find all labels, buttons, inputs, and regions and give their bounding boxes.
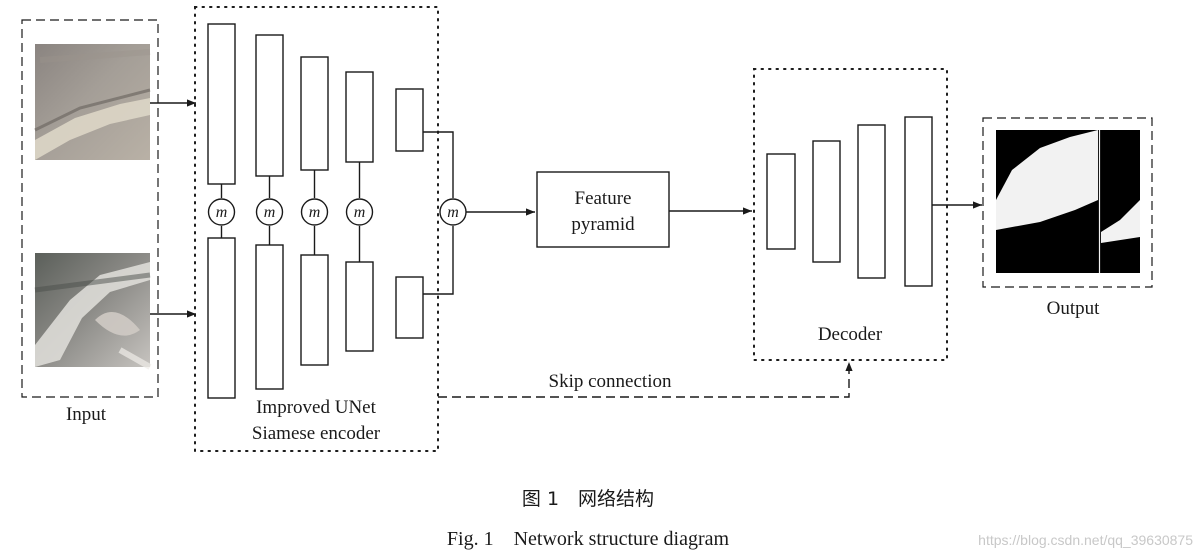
encoder-top-block-3: [300, 56, 329, 171]
merge-node-3: m: [300, 198, 329, 226]
svg-text:m: m: [447, 204, 459, 221]
feature-pyramid-box: [536, 171, 670, 248]
output-mask-image: [996, 130, 1140, 273]
svg-text:m: m: [354, 204, 366, 221]
output-label: Output: [1047, 298, 1101, 319]
encoder-bottom-block-2: [255, 244, 284, 390]
skip-connection-line: [438, 362, 853, 398]
output-group-box: [982, 117, 1153, 288]
merge-node-2: m: [255, 198, 284, 226]
input-image-2: [34, 253, 152, 370]
input-label: Input: [66, 404, 107, 425]
watermark: https://blog.csdn.net/qq_39630875: [978, 532, 1193, 548]
merge-node-4: m: [345, 198, 374, 226]
decoder-label: Decoder: [818, 324, 883, 345]
encoder-top-block-5: [395, 88, 424, 152]
encoder-group-box: [194, 6, 439, 452]
svg-text:m: m: [309, 204, 321, 221]
skip-connection-label: Skip connection: [549, 371, 672, 392]
merge-connectors: [220, 131, 454, 295]
decoder-block-3: [857, 124, 886, 279]
encoder-top-block-2: [255, 34, 284, 177]
encoder-bottom-block-4: [345, 261, 374, 352]
decoder-block-1: [766, 153, 796, 250]
encoder-label-line1: Improved UNet: [256, 397, 376, 418]
encoder-top-block-4: [345, 71, 374, 163]
encoder-bottom-block-3: [300, 254, 329, 366]
merge-node-1: m: [207, 198, 236, 226]
merge-node-5: m: [439, 198, 467, 226]
decoder-block-2: [812, 140, 841, 263]
feature-pyramid-label-line2: pyramid: [571, 214, 635, 235]
encoder-top-block-1: [207, 23, 236, 185]
caption-english: Fig. 1 Network structure diagram: [447, 528, 730, 550]
decoder-block-4: [904, 116, 933, 287]
decoder-group-box: [753, 68, 948, 361]
feature-pyramid-label-line1: Feature: [575, 188, 632, 209]
caption-chinese: 图 1 网络结构: [522, 488, 654, 510]
svg-text:m: m: [216, 204, 228, 221]
input-group-box: [21, 19, 159, 398]
svg-text:m: m: [264, 204, 276, 221]
input-image-1: [34, 44, 151, 160]
encoder-label-line2: Siamese encoder: [252, 423, 381, 444]
encoder-bottom-block-1: [207, 237, 236, 399]
encoder-bottom-block-5: [395, 276, 424, 339]
